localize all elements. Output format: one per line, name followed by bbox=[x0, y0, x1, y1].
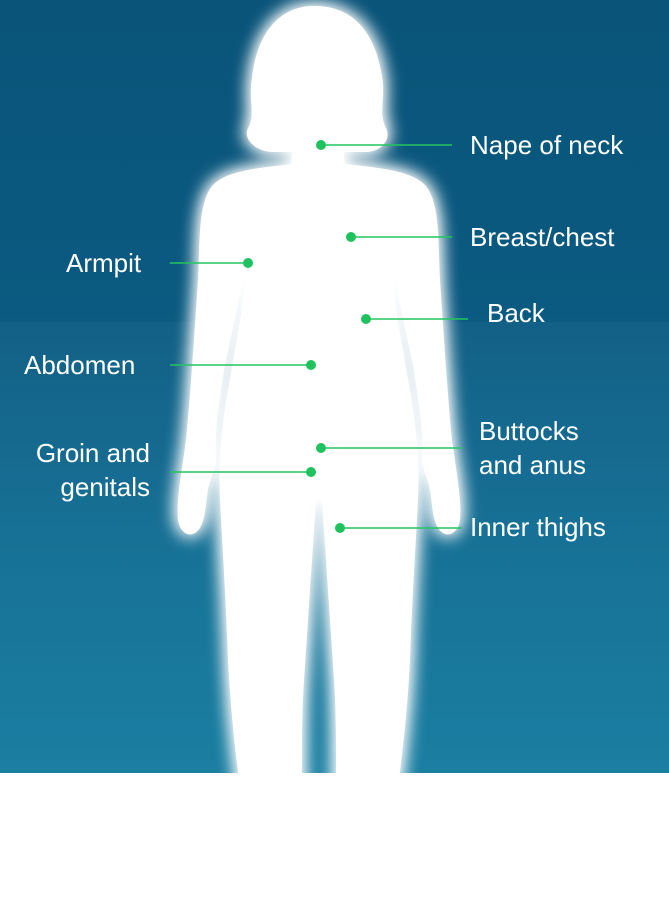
marker-dot-breast bbox=[346, 232, 356, 242]
label-groin-line2: genitals bbox=[20, 470, 150, 504]
label-back: Back bbox=[487, 296, 545, 330]
label-inner-thighs: Inner thighs bbox=[470, 510, 606, 544]
label-buttocks-line1: Buttocks bbox=[479, 414, 586, 448]
label-buttocks-and-anus: Buttocks and anus bbox=[479, 414, 586, 482]
marker-dot-inner-thighs bbox=[335, 523, 345, 533]
marker-dot-buttocks bbox=[316, 443, 326, 453]
head-and-hair bbox=[247, 6, 388, 152]
label-armpit: Armpit bbox=[66, 246, 141, 280]
label-abdomen: Abdomen bbox=[24, 348, 135, 382]
marker-dot-nape bbox=[316, 140, 326, 150]
marker-dot-abdomen bbox=[306, 360, 316, 370]
label-breast-chest: Breast/chest bbox=[470, 220, 615, 254]
marker-dot-back bbox=[361, 314, 371, 324]
label-buttocks-line2: and anus bbox=[479, 448, 586, 482]
torso-and-arms bbox=[178, 164, 461, 913]
marker-dot-armpit bbox=[243, 258, 253, 268]
marker-dot-groin bbox=[306, 467, 316, 477]
label-nape-of-neck: Nape of neck bbox=[470, 128, 623, 162]
label-groin-line1: Groin and bbox=[20, 436, 150, 470]
label-groin-and-genitals: Groin and genitals bbox=[20, 436, 150, 504]
